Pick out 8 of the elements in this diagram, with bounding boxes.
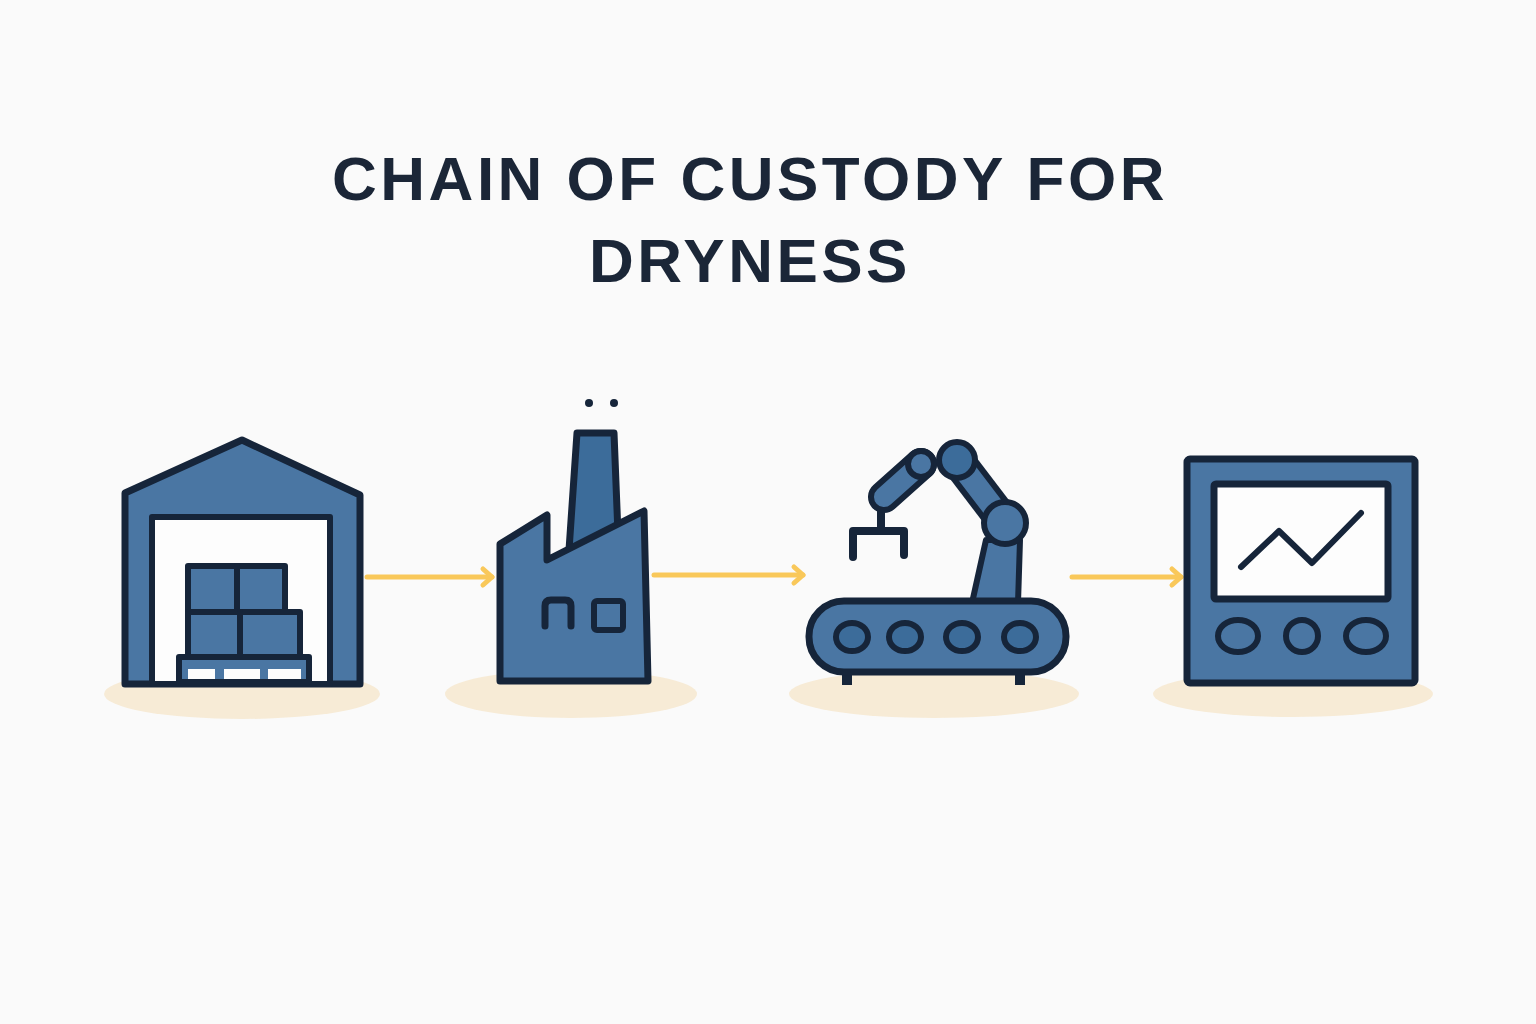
arrow: [364, 566, 495, 588]
warehouse-illustration: [121, 435, 365, 688]
robot-arm-conveyor-illustration: [805, 438, 1070, 688]
factory-illustration: [494, 396, 652, 686]
arrow: [651, 564, 806, 586]
diagram-title: CHAIN OF CUSTODY FOR DRYNESS: [331, 143, 1169, 297]
monitor-panel-illustration: [1183, 455, 1419, 687]
arrow: [1069, 566, 1184, 588]
